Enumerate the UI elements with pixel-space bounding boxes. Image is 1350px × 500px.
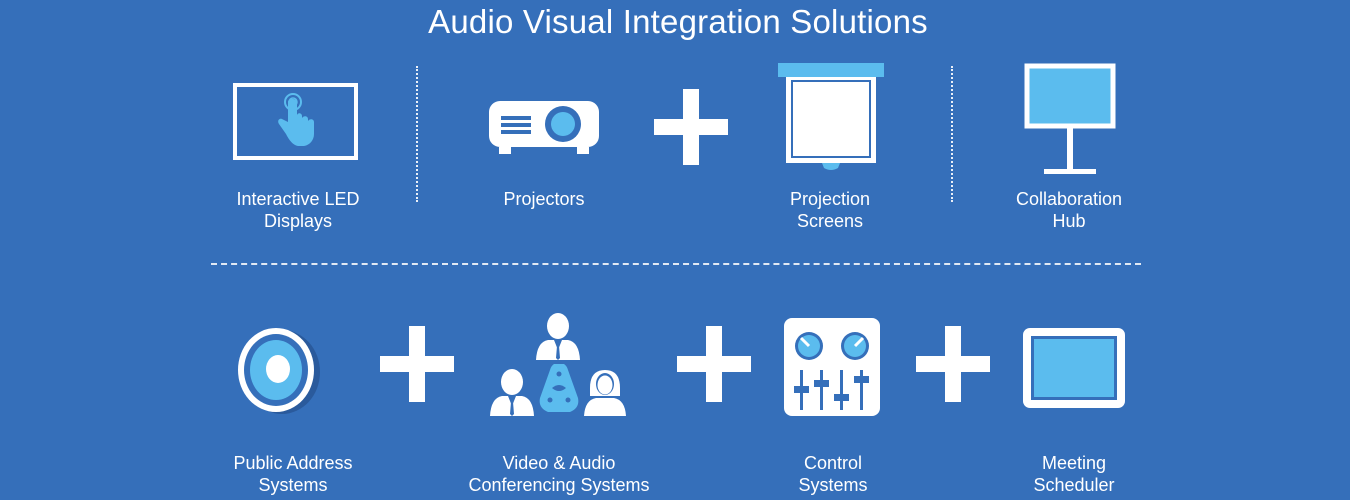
- plus-icon: [654, 89, 728, 165]
- touch-display-icon: [233, 83, 358, 160]
- tablet-icon: [1023, 328, 1125, 408]
- speaker-icon: [238, 328, 320, 414]
- plus-icon: [916, 326, 990, 402]
- horizontal-divider: [211, 263, 1141, 265]
- plus-icon: [677, 326, 751, 402]
- conference-group-icon: [490, 313, 626, 416]
- collaboration-hub-icon: [1024, 63, 1116, 174]
- plus-icon: [380, 326, 454, 402]
- label-projectors: Projectors: [503, 189, 585, 209]
- vertical-divider: [951, 66, 953, 202]
- mixer-panel-icon: [784, 318, 880, 416]
- page-title: Audio Visual Integration Solutions: [428, 3, 928, 40]
- vertical-divider: [416, 66, 418, 202]
- projection-screen-icon: [778, 63, 884, 170]
- projector-icon: [489, 101, 599, 154]
